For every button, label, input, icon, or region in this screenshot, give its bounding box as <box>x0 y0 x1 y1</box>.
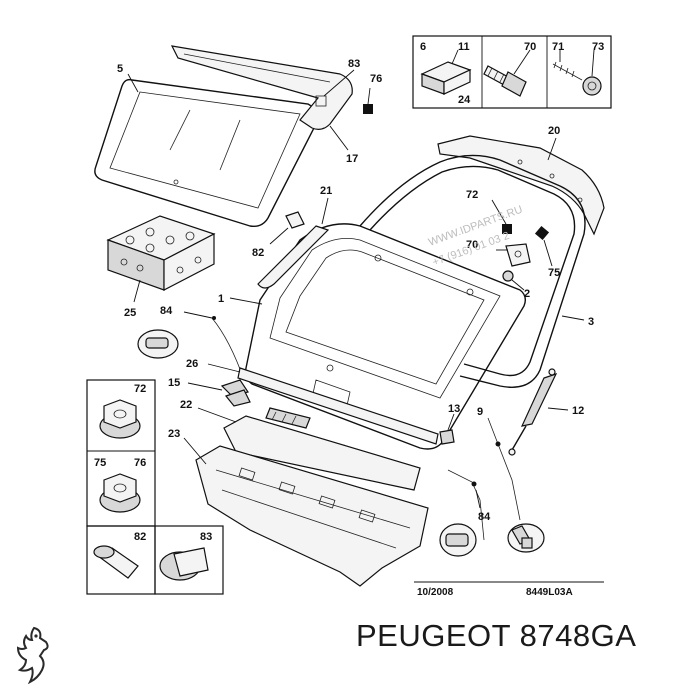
inset-callout-76: 76 <box>134 457 146 469</box>
callout-84-right: 84 <box>478 511 491 523</box>
lock-actuator-icon <box>507 523 545 553</box>
hex-nut-icon <box>99 473 141 513</box>
callout-13: 13 <box>448 403 460 415</box>
clip-icon <box>502 270 514 282</box>
marker-square-75 <box>534 225 550 241</box>
tailgate-seal <box>359 154 586 388</box>
diagram-date: 10/2008 <box>417 587 454 598</box>
callout-15: 15 <box>168 377 180 389</box>
callout-17: 17 <box>346 153 358 165</box>
gas-strut <box>508 368 558 456</box>
clip-kit-box <box>106 215 216 291</box>
rear-window-glass <box>94 78 319 228</box>
push-pin-icon <box>93 545 139 579</box>
lower-trim-strip <box>237 367 439 445</box>
callout-9: 9 <box>477 406 483 418</box>
marker-square-72 <box>502 224 512 234</box>
handle-switch <box>265 407 311 429</box>
part-number-label: PEUGEOT 8748GA <box>356 618 637 653</box>
callout-83: 83 <box>348 58 360 70</box>
lower-trim-panel <box>195 445 429 587</box>
clip-block <box>285 211 305 229</box>
grommet-left <box>137 329 179 359</box>
callout-23: 23 <box>168 428 180 440</box>
left-inset-box <box>86 379 224 595</box>
inset-callout-75: 75 <box>94 457 106 469</box>
inset-callout-82: 82 <box>134 531 146 543</box>
inner-trim-panel <box>223 415 421 491</box>
rubber-bumper-icon <box>439 429 455 445</box>
screw-icon <box>552 61 602 96</box>
rivet-clip-icon <box>159 547 209 581</box>
inset-callout-6: 6 <box>420 41 426 53</box>
callout-1: 1 <box>218 293 224 305</box>
callout-84-left: 84 <box>160 305 173 317</box>
callout-70: 70 <box>466 239 478 251</box>
callout-3: 3 <box>588 316 594 328</box>
callout-72: 72 <box>466 189 478 201</box>
callout-2: 2 <box>524 288 530 300</box>
callout-76: 76 <box>370 73 382 85</box>
top-inset-box <box>412 35 612 109</box>
inset-callout-83: 83 <box>200 531 212 543</box>
side-trim-strip <box>257 225 330 289</box>
callout-22: 22 <box>180 399 192 411</box>
callout-12: 12 <box>572 405 584 417</box>
latch-bracket <box>505 243 531 267</box>
inset-callout-70: 70 <box>524 41 536 53</box>
inset-callout-24: 24 <box>458 94 471 106</box>
callout-20: 20 <box>548 125 560 137</box>
callout-21: 21 <box>320 185 332 197</box>
chevron-badge-icon <box>220 379 251 407</box>
flange-nut-icon <box>99 399 141 439</box>
marker-square-76 <box>363 104 373 114</box>
callout-75: 75 <box>548 267 560 279</box>
grommet-right <box>439 523 477 557</box>
peugeot-lion-icon <box>16 626 49 684</box>
inset-callout-11: 11 <box>458 41 470 53</box>
rear-spoiler <box>170 45 353 130</box>
diagram-reference: 8449L03A <box>526 587 573 598</box>
inset-callout-72: 72 <box>134 383 146 395</box>
callout-5: 5 <box>117 63 123 75</box>
inset-callout-73: 73 <box>592 41 604 53</box>
callout-26: 26 <box>186 358 198 370</box>
inset-callout-71: 71 <box>552 41 564 53</box>
upper-trim-strip <box>437 135 605 236</box>
callout-82: 82 <box>252 247 264 259</box>
bolt-icon <box>483 65 527 97</box>
callout-25: 25 <box>124 307 136 319</box>
